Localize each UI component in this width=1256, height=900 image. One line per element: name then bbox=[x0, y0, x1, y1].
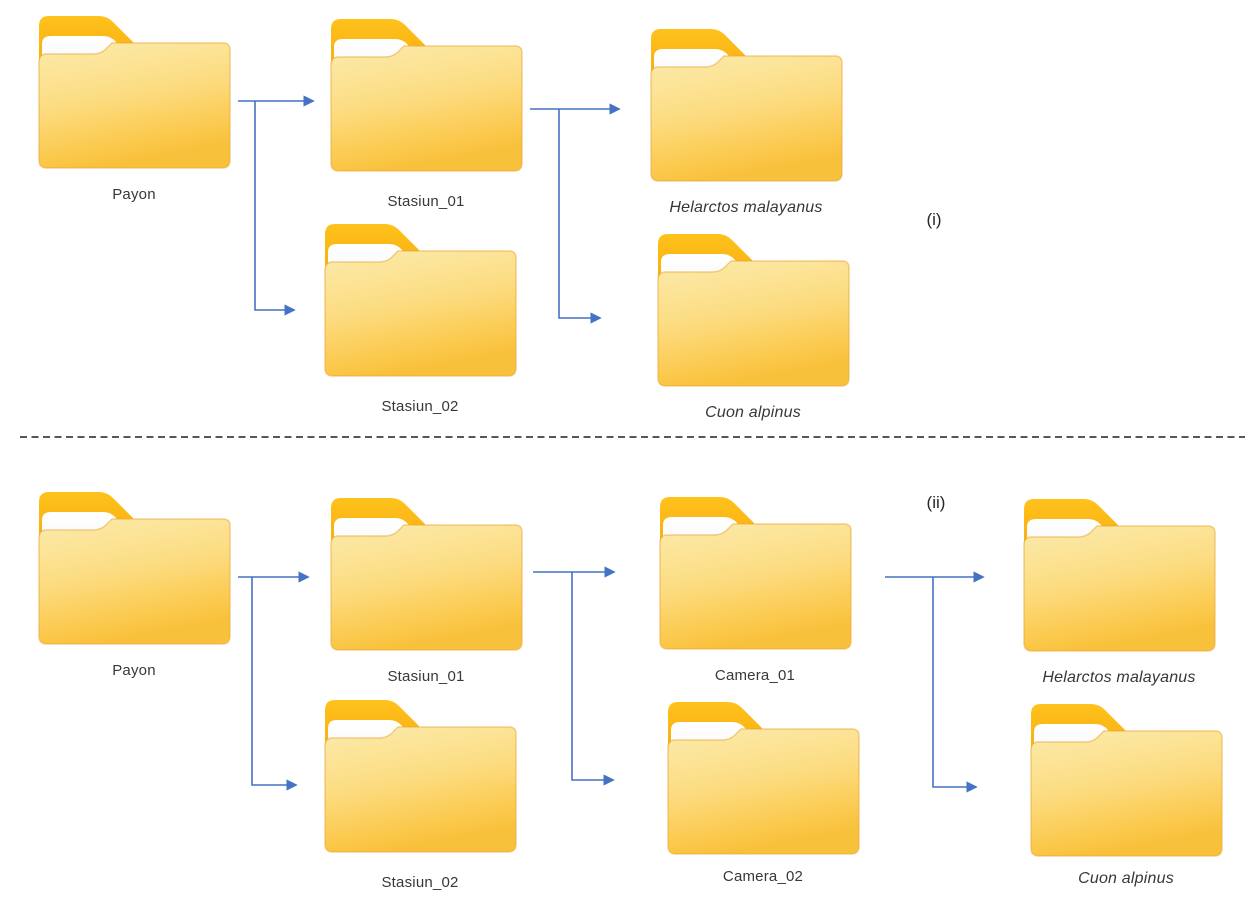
folder-label: Helarctos malayanus bbox=[1042, 669, 1196, 686]
folder-helarctos-i: Helarctos malayanus bbox=[643, 25, 849, 217]
arrow-ii-payon-stasiun02 bbox=[251, 577, 298, 791]
folder-icon bbox=[317, 220, 523, 380]
folder-cuon-ii: Cuon alpinus bbox=[1023, 700, 1229, 888]
folder-icon bbox=[317, 696, 523, 856]
folder-label: Stasiun_01 bbox=[387, 193, 465, 210]
folder-label: Camera_02 bbox=[722, 868, 804, 885]
folder-camera01-ii: Camera_01 bbox=[652, 493, 858, 684]
folder-stasiun01-ii: Stasiun_01 bbox=[323, 494, 529, 685]
folder-icon bbox=[650, 230, 856, 390]
folder-helarctos-ii: Helarctos malayanus bbox=[1016, 495, 1222, 687]
folder-label: Cuon alpinus bbox=[1078, 870, 1174, 887]
arrow-ii-stasiun01-camera02 bbox=[571, 572, 615, 786]
section-label-i: (i) bbox=[926, 210, 942, 229]
arrow-i-payon-stasiun02 bbox=[254, 101, 296, 316]
folder-label: Stasiun_02 bbox=[381, 398, 459, 415]
folder-payon-ii: Payon bbox=[31, 488, 237, 679]
folder-stasiun02-ii: Stasiun_02 bbox=[317, 696, 523, 891]
folder-icon bbox=[323, 15, 529, 175]
folder-icon bbox=[31, 488, 237, 648]
folder-label: Stasiun_01 bbox=[387, 668, 465, 685]
folder-icon bbox=[652, 493, 858, 653]
folder-stasiun01-i: Stasiun_01 bbox=[323, 15, 529, 210]
section-label-ii: (ii) bbox=[926, 493, 946, 512]
folder-label: Payon bbox=[112, 662, 156, 679]
folder-icon bbox=[31, 12, 237, 172]
folder-payon-i: Payon bbox=[31, 12, 237, 203]
arrow-ii-camera01-cuon bbox=[932, 577, 978, 793]
folder-icon bbox=[323, 494, 529, 654]
folder-cuon-i: Cuon alpinus bbox=[650, 230, 856, 422]
arrow-i-stasiun01-cuon bbox=[558, 109, 602, 324]
folder-icon bbox=[643, 25, 849, 185]
folder-icon bbox=[1023, 700, 1229, 860]
folder-label: Helarctos malayanus bbox=[669, 199, 823, 216]
folder-label: Stasiun_02 bbox=[381, 874, 459, 891]
folder-icon bbox=[660, 698, 866, 858]
folder-icon bbox=[1016, 495, 1222, 655]
folder-label: Cuon alpinus bbox=[705, 404, 801, 421]
folder-camera02-ii: Camera_02 bbox=[660, 698, 866, 885]
folder-stasiun02-i: Stasiun_02 bbox=[317, 220, 523, 415]
folder-label: Payon bbox=[112, 186, 156, 203]
folder-label: Camera_01 bbox=[714, 667, 796, 684]
